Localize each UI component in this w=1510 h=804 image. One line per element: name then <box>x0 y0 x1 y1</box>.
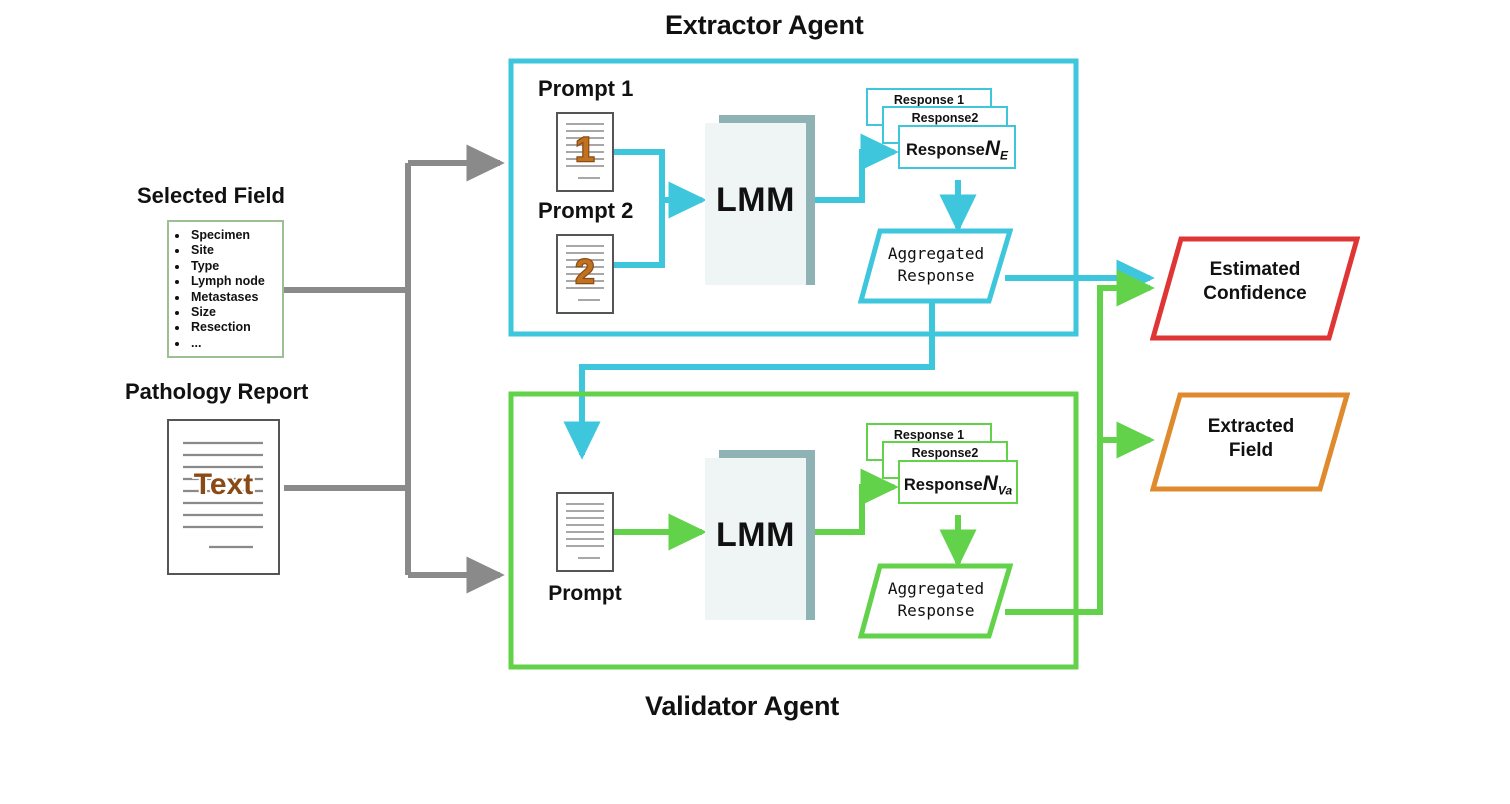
document-lines-icon <box>566 503 604 559</box>
lmm-shadow-right <box>806 450 815 620</box>
extracted-field-label: Extracted Field <box>1158 415 1344 463</box>
response-1-label: Response 1 <box>893 428 965 442</box>
aggregated-line-1: Aggregated <box>887 579 985 598</box>
response-n-subscript: Va <box>997 483 1013 498</box>
extracted-field-line-1: Extracted <box>1207 416 1295 437</box>
estimated-confidence-line-1: Estimated <box>1209 259 1301 280</box>
response-card-front: ResponseNE <box>898 125 1016 169</box>
list-item: Site <box>189 243 282 258</box>
extractor-response-stack: Response 1 Response2 ResponseNE <box>866 88 1016 183</box>
lmm-body <box>705 458 806 620</box>
prompt-1-label: Prompt 1 <box>538 76 634 101</box>
list-item: Specimen <box>189 228 282 243</box>
prompt-1-document: 1 <box>556 112 614 192</box>
prompt-2-label: Prompt 2 <box>538 198 634 223</box>
selected-field-heading: Selected Field <box>137 183 285 208</box>
response-1-label: Response 1 <box>893 93 965 107</box>
list-item: Metastases <box>189 290 282 305</box>
lmm-shadow-top <box>719 115 815 124</box>
response-card-front: ResponseNVa <box>898 460 1018 504</box>
validator-prompt-document <box>556 492 614 572</box>
validator-lmm-label: LMM <box>716 516 795 554</box>
list-item: Size <box>189 305 282 320</box>
aggregated-line-2: Response <box>897 266 975 285</box>
extractor-aggregated-label: Aggregated Response <box>866 243 1006 287</box>
document-lines-icon <box>183 441 263 549</box>
list-item: Type <box>189 259 282 274</box>
estimated-confidence-line-2: Confidence <box>1203 283 1307 304</box>
extracted-field-shape <box>1150 392 1350 492</box>
response-n-label: ResponseNVa <box>900 462 1016 497</box>
response-n-symbol: N <box>982 472 998 495</box>
selected-field-box: Specimen Site Type Lymph node Metastases… <box>167 220 284 358</box>
extracted-field-line-2: Field <box>1228 440 1274 461</box>
document-lines-icon <box>566 245 604 301</box>
response-n-label: ResponseNE <box>900 127 1014 162</box>
aggregated-line-1: Aggregated <box>887 244 985 263</box>
pathology-report-heading: Pathology Report <box>125 379 309 404</box>
response-2-label: Response2 <box>911 446 979 460</box>
list-item: Resection <box>189 320 282 335</box>
prompt-1-number: 1 <box>574 130 595 171</box>
validator-agent-title: Validator Agent <box>645 691 840 721</box>
response-2-label: Response2 <box>911 111 979 125</box>
response-n-symbol: N <box>984 137 1000 160</box>
list-item: ... <box>189 336 282 351</box>
response-n-prefix: Response <box>903 476 983 494</box>
extractor-lmm-label: LMM <box>716 181 795 219</box>
selected-field-list: Specimen Site Type Lymph node Metastases… <box>169 222 282 351</box>
extractor-agent-title: Extractor Agent <box>665 10 864 40</box>
validator-aggregated-label: Aggregated Response <box>866 578 1006 622</box>
lmm-shadow-right <box>806 115 815 285</box>
validator-lmm-block: LMM <box>705 450 815 620</box>
list-item: Lymph node <box>189 274 282 289</box>
response-n-prefix: Response <box>905 141 985 159</box>
pathology-report-document: Text <box>167 419 280 575</box>
aggregated-line-2: Response <box>897 601 975 620</box>
response-n-subscript: E <box>1000 148 1009 163</box>
extractor-aggregated-shape <box>858 228 1013 304</box>
prompt-2-document: 2 <box>556 234 614 314</box>
extractor-lmm-block: LMM <box>705 115 815 285</box>
validator-prompt-label: Prompt <box>548 582 622 605</box>
validator-response-stack: Response 1 Response2 ResponseNVa <box>866 423 1018 518</box>
pathology-report-text-word: Text <box>192 466 255 503</box>
lmm-shadow-top <box>719 450 815 459</box>
document-lines-icon <box>566 123 604 179</box>
prompt-2-number: 2 <box>574 252 595 293</box>
lmm-body <box>705 123 806 285</box>
validator-aggregated-shape <box>858 563 1013 639</box>
estimated-confidence-label: Estimated Confidence <box>1160 258 1350 306</box>
estimated-confidence-shape <box>1150 236 1360 341</box>
